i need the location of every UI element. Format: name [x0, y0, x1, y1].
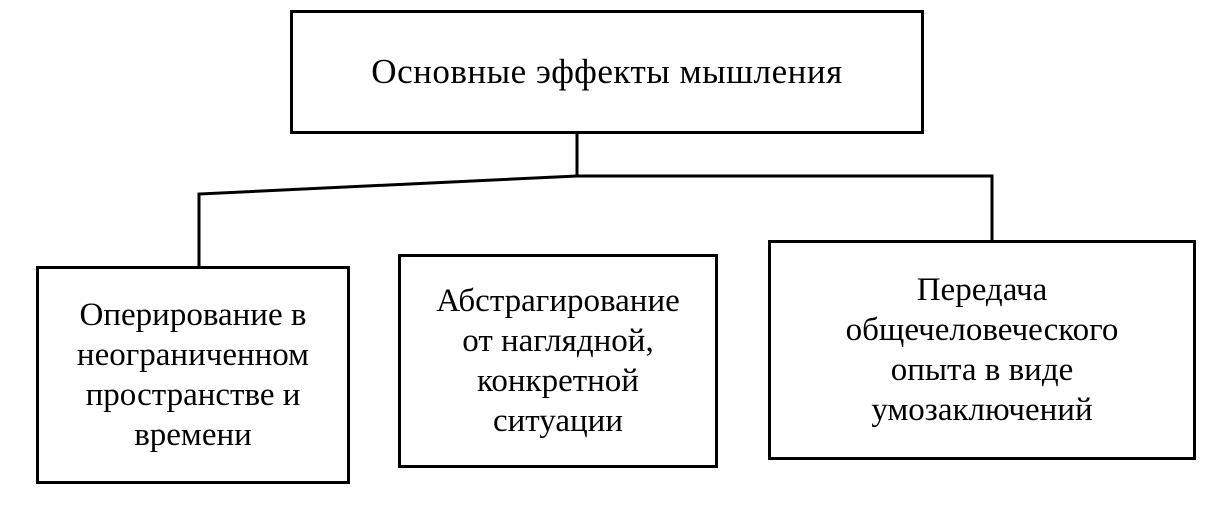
root-node-label: Основные эффекты мышления [371, 51, 843, 91]
child-node-3-line-2: общечеловеческого [845, 311, 1119, 348]
child-node-2-line-3: конкретной [477, 363, 639, 399]
child-node-2-line-1: Абстрагирование [436, 282, 680, 319]
child-node-2-line-2: от наглядной, [462, 322, 654, 359]
child-node-experience-transfer: Передача общечеловеческого опыта в виде … [768, 240, 1196, 460]
child-node-operating-space-time: Оперирование в неограниченном пространст… [36, 266, 350, 484]
child-node-1-line-4: времени [134, 417, 252, 454]
child-node-1-line-1: Оперирование в [79, 296, 307, 333]
child-node-1-line-2: неограниченном [76, 336, 310, 373]
child-node-3-line-4: умозаключений [871, 392, 1093, 429]
branch-bar [197, 174, 994, 268]
child-node-3-line-3: опыта в виде [890, 352, 1074, 388]
child-node-3-line-1: Передача [916, 271, 1048, 308]
child-node-1-line-3: пространстве и [85, 377, 301, 413]
root-node: Основные эффекты мышления [290, 10, 924, 134]
child-node-2-line-4: ситуации [493, 403, 623, 440]
child-node-abstraction: Абстрагирование от наглядной, конкретной… [398, 254, 718, 468]
